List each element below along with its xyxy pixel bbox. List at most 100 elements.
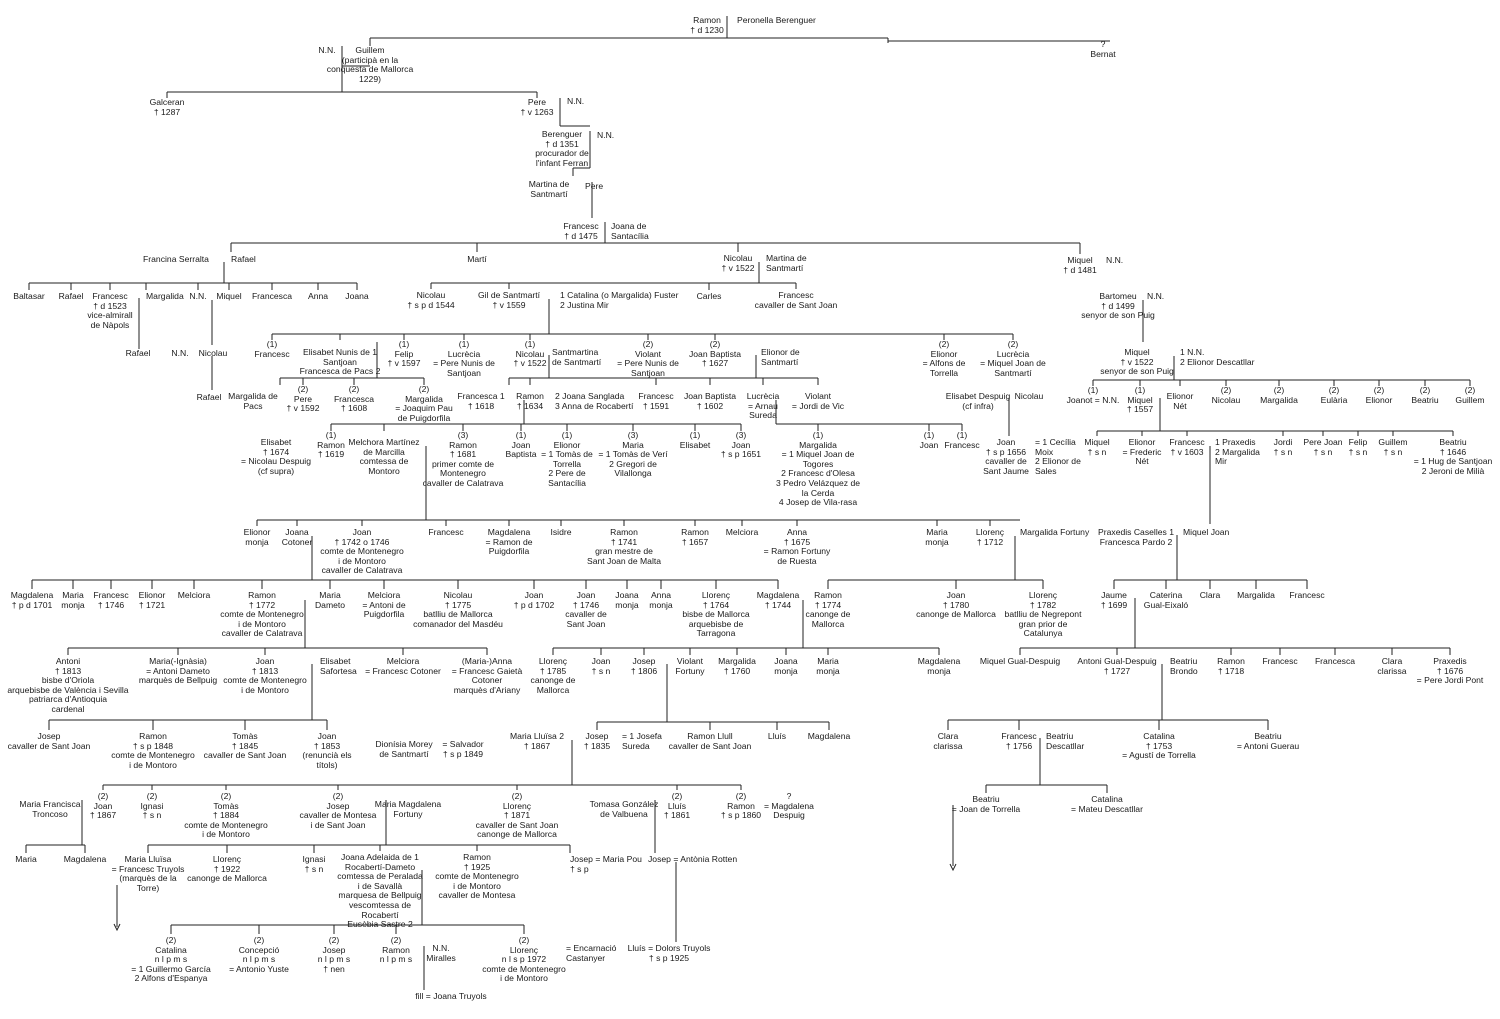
person-cecilia_moix: = 1 Cecília Moix 2 Elionor de Sales: [1035, 437, 1081, 476]
person-nn5: N.N.: [189, 291, 207, 301]
person-ramon1848: Ramon † s p 1848 comte de Montenegro i d…: [111, 731, 195, 770]
person-ramon1634: Ramon † 1634: [516, 391, 544, 411]
person-joan1867: (2) Joan † 1867: [89, 791, 117, 821]
person-joan_sn: Joan † s n: [591, 656, 611, 676]
person-anna1: Anna: [307, 291, 329, 301]
person-beatriu_descatllar: Beatriu Descatllar: [1046, 731, 1085, 751]
continuation-arrow: [949, 863, 957, 872]
person-josep_montesa: (2) Josep cavaller de Montesa i de Sant …: [299, 791, 377, 830]
person-joan1702: Joan † p d 1702: [513, 590, 555, 610]
person-francesc1746: Francesc † 1746: [93, 590, 129, 610]
person-ramon1860: (2) Ramon † s p 1860: [720, 791, 762, 821]
person-elisabet_nunis: Elisabet Nunis de 1 Santjoan Francesca d…: [299, 347, 381, 377]
person-joanbap1627: (2) Joan Baptista † 1627: [688, 339, 742, 369]
person-ramon1657: Ramon † 1657: [681, 527, 709, 547]
person-maria_lluisa2: Maria Lluïsa 2 † 1867: [510, 731, 564, 751]
person-joanbap1602: Joan Baptista † 1602: [683, 391, 737, 411]
person-antoni1813: Antoni † 1813 bisbe d'Oriola arquebisbe …: [7, 656, 129, 714]
person-joana1: Joana: [345, 291, 369, 301]
person-anna_monja: Anna monja: [649, 590, 673, 610]
person-santmartina: Santmartina de Santmartí: [552, 347, 602, 367]
person-josep_pou: Josep = Maria Pou † s p: [570, 854, 642, 874]
person-ramon_nlpms: (2) Ramon n l p m s: [379, 935, 413, 965]
person-nicolau1522: Nicolau † v 1522: [721, 253, 755, 273]
person-maria_dameto: Maria Dameto: [314, 590, 346, 610]
person-nicolau3: (2) Nicolau: [1211, 385, 1241, 405]
person-francesca1618: Francesca 1 † 1618: [457, 391, 505, 411]
person-miquel_gual: Miquel Gual-Despuig: [979, 656, 1061, 666]
person-bartomeu: Bartomeu † d 1499 senyor de son Puig: [1081, 291, 1155, 321]
person-ramon_llull: Ramon Llull cavaller de Sant Joan: [668, 731, 752, 751]
person-melciora1: Melciora: [725, 527, 759, 537]
person-joan1780: Joan † 1780 canonge de Mallorca: [916, 590, 996, 620]
person-joan1746: Joan † 1746 cavaller de Sant Joan: [565, 590, 607, 629]
person-francesc1523: Francesc † d 1523 vice-almirall de Nàpol…: [87, 291, 133, 330]
person-praxedis1676: Praxedis † 1676 = Pere Jordi Pont: [1416, 656, 1484, 686]
person-miquel_sn: Miquel † s n: [1084, 437, 1110, 457]
person-nn_miralles: N.N. Miralles: [426, 943, 456, 963]
person-martina1: Martina de Santmartí: [528, 179, 570, 199]
person-dionisia: Dionísia Morey de Santmartí: [375, 739, 433, 759]
person-francesca1: Francesca: [251, 291, 293, 301]
person-josep1806: Josep † 1806: [630, 656, 658, 676]
person-llorenc1922: Llorenç † 1922 canonge de Mallorca: [187, 854, 267, 884]
person-magdalena3: Magdalena: [63, 854, 107, 864]
person-llorenc1871: (2) Llorenç † 1871 cavaller de Sant Joan…: [475, 791, 559, 840]
person-violant1: (2) Violant = Pere Nunis de Santjoan: [617, 339, 679, 378]
person-francesc1475: Francesc † d 1475: [563, 221, 599, 241]
person-violant_vic: Violant = Jordi de Vic: [791, 391, 845, 411]
person-fill: fill = Joana Truyols: [415, 991, 487, 1001]
person-galceran: Galceran † 1287: [149, 97, 185, 117]
person-joan1813: Joan † 1813 comte de Montenegro i de Mon…: [223, 656, 307, 695]
person-guillem3: Guillem † s n: [1378, 437, 1408, 457]
person-martina2: Martina de Santmartí: [766, 253, 807, 273]
person-rafael2: Rafael: [58, 291, 84, 301]
person-lluis1: Lluís: [767, 731, 787, 741]
person-beatriu1: (2) Beatriu: [1411, 385, 1439, 405]
person-isidre: Isidre: [550, 527, 572, 537]
person-peronella: Peronella Berenguer: [737, 15, 816, 25]
person-francesca1608: (2) Francesca † 1608: [333, 384, 375, 414]
person-ramon1772: Ramon † 1772 comte de Montenegro i de Mo…: [220, 590, 304, 639]
person-maria_lluisa: Maria Lluïsa = Francesc Truyols (marquès…: [111, 854, 185, 893]
person-guillem: Guillem (participà en la conquesta de Ma…: [326, 45, 414, 84]
person-melciora_cotoner: Melciora = Francesc Cotoner: [365, 656, 441, 676]
person-joana_monja2: Joana monja: [774, 656, 798, 676]
person-baltasar: Baltasar: [13, 291, 45, 301]
person-magdalena_despuig: ? = Magdalena Despuig: [764, 791, 814, 821]
person-maria1: Maria: [15, 854, 37, 864]
person-francesc3: Francesc: [1289, 590, 1325, 600]
person-catalina_garcia: (2) Catalina n l p m s = 1 Guillermo Gar…: [131, 935, 211, 984]
person-francesca2: Francesca: [1314, 656, 1356, 666]
person-francesc1756: Francesc † 1756: [1001, 731, 1037, 751]
person-miquel_joan: Miquel Joan: [1183, 527, 1230, 537]
person-jaume1699: Jaume † 1699: [1100, 590, 1128, 610]
person-rafael4: Rafael: [196, 392, 222, 402]
person-joan_inf: (1) Joan: [919, 430, 939, 450]
person-rafael3: Rafael: [125, 348, 151, 358]
person-clara1: Clara: [1199, 590, 1221, 600]
person-maria_francisca: Maria Francisca Troncoso: [19, 799, 81, 819]
person-ramon1925: Ramon † 1925 comte de Montenegro i de Mo…: [435, 852, 519, 901]
person-joana_cotoner: Joana Cotoner: [281, 527, 313, 547]
person-nicolau1775: Nicolau † 1775 batlliu de Mallorca coman…: [413, 590, 503, 629]
person-maria_ignasia: Maria(-Ignàsia) = Antoni Dameto marquès …: [138, 656, 218, 686]
person-josep_nen: (2) Josep n l p m s † nen: [317, 935, 351, 974]
person-melchora: Melchora Martínez de Marcilla comtessa d…: [348, 437, 420, 476]
person-joanbap2: (1) Joan Baptista: [505, 430, 537, 460]
person-elionor_torrella: (2) Elionor = Alfons de Torrella: [922, 339, 966, 378]
person-maria_monja2: Maria monja: [61, 590, 85, 610]
person-ramon1230: Ramon † d 1230: [690, 15, 724, 35]
person-francesc2: Francesc: [428, 527, 464, 537]
person-margalida1: Margalida: [146, 291, 184, 301]
person-antoni_gual: Antoni Gual-Despuig † 1727: [1077, 656, 1157, 676]
person-francesc_g1: (1) Francesc: [254, 339, 290, 359]
person-joan1656: Joan † s p 1656 cavaller de Sant Jaume: [983, 437, 1029, 476]
person-ignasi2: Ignasi † s n: [302, 854, 326, 874]
person-catalina_descatllar: Catalina = Mateu Descatllar: [1071, 794, 1143, 814]
person-francesc_inf: (1) Francesc: [944, 430, 980, 450]
person-maria_anna: (Maria-)Anna = Francesc Gaietà Cotoner m…: [451, 656, 523, 695]
person-melciora_puig: Melciora = Antoni de Puigdorfila: [362, 590, 406, 620]
person-margalida_pacs: Margalida de Pacs: [228, 391, 278, 411]
